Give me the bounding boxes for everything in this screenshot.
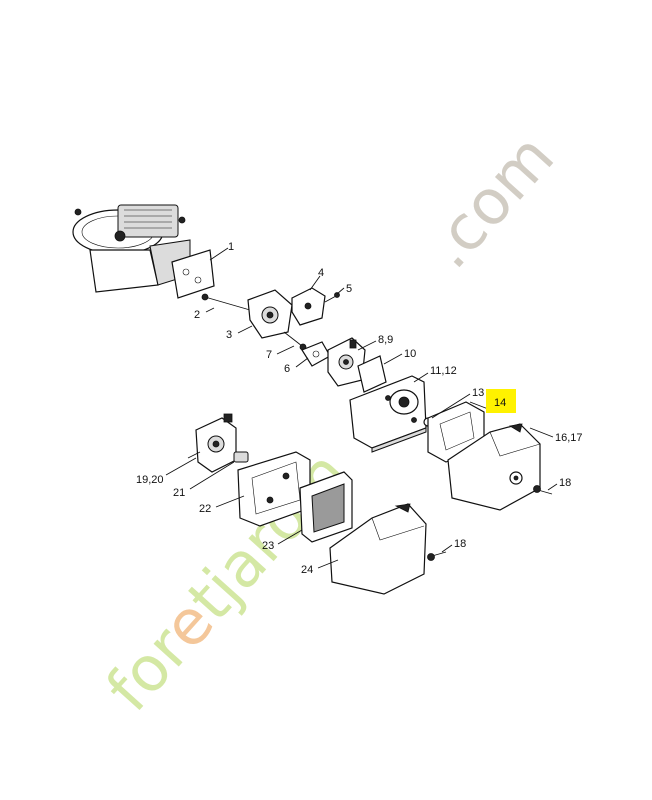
part-10-gasket — [357, 355, 387, 393]
part-24-cover — [329, 503, 427, 595]
label-part-19-20: 19,20 — [136, 474, 164, 486]
label-part-18-upper: 18 — [559, 477, 571, 489]
label-part-14: 14 — [494, 397, 506, 409]
part-6-gasket — [301, 341, 331, 367]
label-part-21: 21 — [173, 487, 185, 499]
part-23-filter-element — [299, 471, 353, 543]
label-part-8-9: 8,9 — [378, 334, 393, 346]
label-part-1: 1 — [228, 241, 234, 253]
label-part-11-12: 11,12 — [430, 365, 457, 377]
label-part-4: 4 — [318, 267, 324, 279]
part-11-12-filter-base — [349, 375, 427, 453]
label-part-10: 10 — [404, 348, 416, 360]
leader-lines — [165, 247, 558, 569]
label-part-23: 23 — [262, 540, 274, 552]
part-2-bolt — [201, 293, 251, 311]
engine-block-part — [72, 204, 191, 293]
part-16-17-cover — [447, 423, 541, 511]
label-part-18-lower: 18 — [454, 538, 466, 550]
part-19-20-carburetor — [187, 413, 237, 473]
label-part-13: 13 — [472, 387, 484, 399]
label-part-22: 22 — [199, 503, 211, 515]
watermark-part4: .com — [412, 120, 568, 282]
label-part-24: 24 — [301, 564, 313, 576]
label-part-2: 2 — [194, 309, 200, 321]
part-5-screw — [324, 292, 340, 303]
label-part-7: 7 — [266, 349, 272, 361]
part-18-screw-lower — [427, 551, 447, 561]
part-3-manifold — [247, 289, 293, 339]
label-part-3: 3 — [226, 329, 232, 341]
part-18-screw-upper — [533, 485, 553, 495]
part-8-9-carburetor — [327, 337, 366, 387]
part-21-fitting — [233, 451, 249, 463]
part-4-bracket — [291, 287, 326, 326]
label-part-5: 5 — [346, 283, 352, 295]
part-7-screw — [283, 331, 307, 351]
label-part-6: 6 — [284, 363, 290, 375]
part-14-highlight — [486, 389, 516, 413]
label-part-16-17: 16,17 — [555, 432, 583, 444]
part-1-gasket — [171, 249, 215, 299]
part-labels: 1 2 3 4 5 6 7 8,9 10 11,12 13 14 16,17 1… — [136, 241, 583, 576]
